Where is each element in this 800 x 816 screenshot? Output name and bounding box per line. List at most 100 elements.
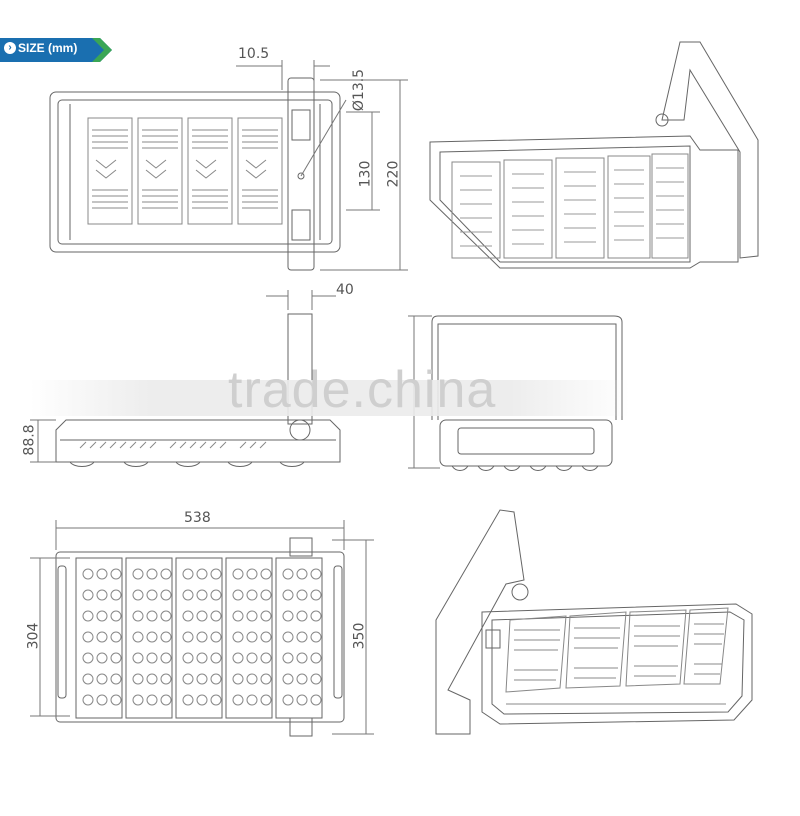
led-lens: [146, 694, 158, 706]
led-lens: [110, 694, 122, 706]
led-lens: [82, 631, 94, 643]
led-lens: [82, 694, 94, 706]
led-lens: [246, 589, 258, 601]
led-lens: [310, 610, 322, 622]
led-lens: [132, 568, 144, 580]
perspective-front-view: [429, 41, 759, 269]
led-lens: [196, 694, 208, 706]
led-lens: [260, 652, 272, 664]
led-lens: [96, 568, 108, 580]
led-lens: [182, 694, 194, 706]
led-lens: [282, 652, 294, 664]
led-lens: [260, 568, 272, 580]
led-lens: [160, 694, 172, 706]
led-lens: [296, 589, 308, 601]
led-lens: [296, 568, 308, 580]
led-lens: [96, 610, 108, 622]
led-lens: [310, 652, 322, 664]
led-lens: [282, 610, 294, 622]
led-lens: [232, 610, 244, 622]
chevron-right-icon: ›: [4, 42, 16, 54]
led-lens: [146, 568, 158, 580]
dim-hole-diameter: Ø13.5: [351, 68, 368, 112]
led-lens: [96, 589, 108, 601]
led-lens: [82, 610, 94, 622]
led-lens: [96, 631, 108, 643]
led-lens: [232, 568, 244, 580]
led-lens: [282, 589, 294, 601]
led-lens: [146, 610, 158, 622]
led-lens: [82, 673, 94, 685]
led-lens: [96, 673, 108, 685]
dim-bracket-height: 220: [385, 160, 402, 188]
led-lens: [82, 652, 94, 664]
led-lens: [146, 673, 158, 685]
led-lens: [296, 631, 308, 643]
led-lens: [196, 589, 208, 601]
dim-hole-offset: 10.5: [238, 46, 270, 62]
led-lens: [160, 652, 172, 664]
led-lens: [232, 589, 244, 601]
dim-body-width: 304: [25, 622, 42, 650]
dim-total-width: 350: [351, 622, 368, 650]
led-lens: [132, 694, 144, 706]
led-lens: [246, 652, 258, 664]
led-lens: [146, 631, 158, 643]
watermark-band: [30, 380, 630, 416]
led-lens: [232, 652, 244, 664]
led-lens: [282, 673, 294, 685]
led-lens: [282, 568, 294, 580]
led-lens: [196, 631, 208, 643]
dim-body-depth: 88.8: [21, 424, 38, 456]
led-lens: [310, 694, 322, 706]
led-lens: [182, 589, 194, 601]
watermark: trade.china: [228, 361, 497, 419]
led-lens: [196, 652, 208, 664]
led-lens: [132, 631, 144, 643]
led-lens: [296, 673, 308, 685]
led-lens: [210, 610, 222, 622]
led-lens: [110, 652, 122, 664]
led-lens: [210, 568, 222, 580]
led-lens: [196, 673, 208, 685]
led-lens: [110, 673, 122, 685]
led-lens: [132, 652, 144, 664]
size-heading: SIZE (mm): [18, 41, 78, 55]
led-lens: [246, 694, 258, 706]
led-lens: [132, 673, 144, 685]
led-lens: [232, 694, 244, 706]
led-lens: [310, 631, 322, 643]
led-lens: [246, 631, 258, 643]
led-lens: [82, 568, 94, 580]
led-lens: [260, 589, 272, 601]
led-lens: [282, 694, 294, 706]
led-lens: [132, 610, 144, 622]
side-view: [55, 313, 341, 467]
led-lens: [96, 652, 108, 664]
led-lens: [246, 568, 258, 580]
led-lens: [260, 694, 272, 706]
led-lens: [246, 610, 258, 622]
dim-hole-spacing: 130: [357, 160, 374, 188]
led-lens: [182, 631, 194, 643]
led-lens: [132, 589, 144, 601]
led-lens: [160, 568, 172, 580]
led-lens: [310, 589, 322, 601]
led-lens: [296, 610, 308, 622]
led-lens: [210, 589, 222, 601]
perspective-rear-view: [435, 509, 753, 735]
led-lens: [210, 673, 222, 685]
led-lens: [110, 631, 122, 643]
led-lens: [182, 610, 194, 622]
dim-total-length: 538: [184, 510, 211, 526]
front-view: [49, 77, 341, 271]
led-lens: [182, 568, 194, 580]
led-grid: [82, 568, 322, 706]
led-lens: [260, 673, 272, 685]
led-lens: [160, 631, 172, 643]
led-lens: [146, 589, 158, 601]
led-lens: [310, 673, 322, 685]
led-lens: [160, 589, 172, 601]
led-lens: [110, 589, 122, 601]
